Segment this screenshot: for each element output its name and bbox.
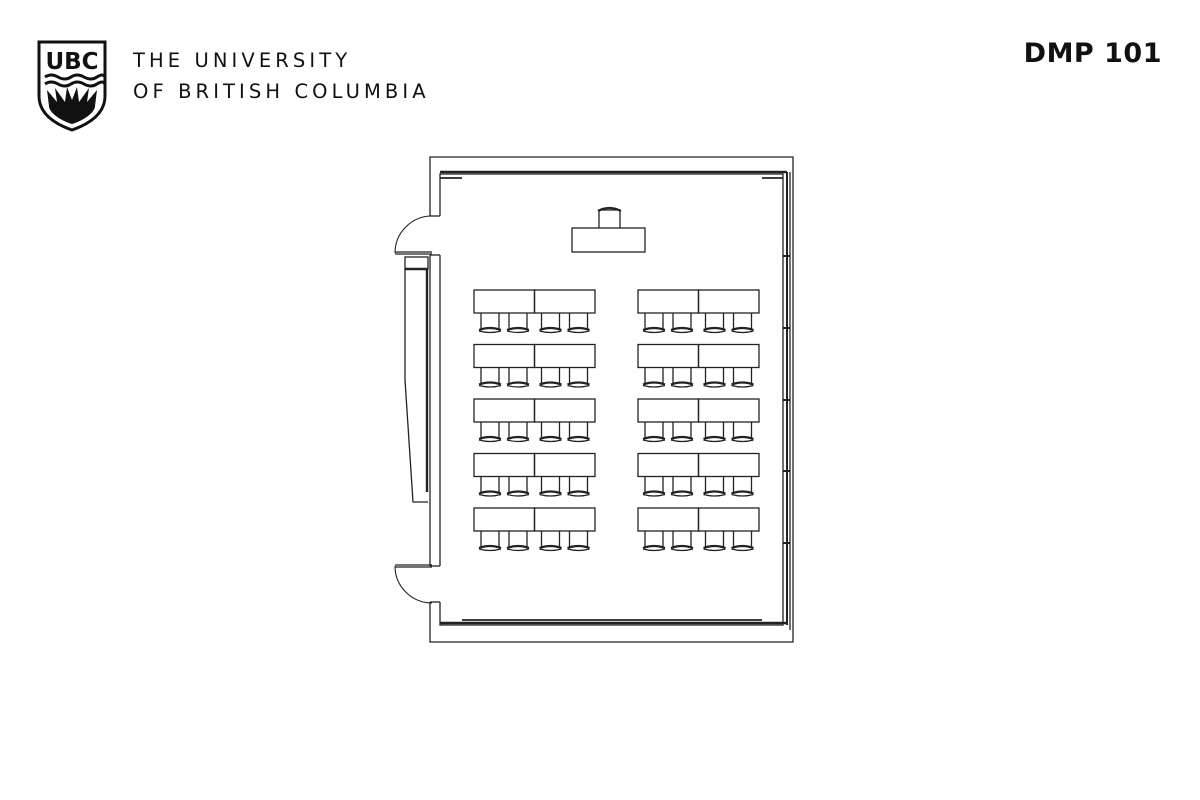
table — [533, 507, 596, 532]
chair — [731, 476, 754, 497]
chair — [567, 531, 590, 552]
chair — [670, 531, 694, 552]
table-row — [473, 289, 596, 334]
chair — [670, 367, 694, 388]
institution-line-1: THE UNIVERSITY — [133, 49, 352, 72]
chair — [567, 367, 590, 388]
table-row — [473, 452, 596, 497]
chair — [506, 313, 530, 334]
chair — [539, 313, 562, 334]
chair — [703, 531, 726, 552]
chair — [478, 476, 502, 497]
chair — [642, 422, 666, 443]
table-row — [637, 343, 760, 388]
door-bottom — [394, 564, 433, 604]
chair — [567, 422, 590, 443]
chair — [539, 531, 562, 552]
table — [697, 507, 760, 532]
table-row — [473, 343, 596, 388]
chair — [703, 367, 726, 388]
chair — [478, 422, 502, 443]
table — [533, 289, 596, 314]
table-row — [637, 452, 760, 497]
table — [697, 343, 760, 369]
chair — [506, 531, 530, 552]
chair — [731, 367, 754, 388]
chair — [642, 367, 666, 388]
chair — [478, 313, 502, 334]
table — [473, 343, 536, 369]
table — [637, 289, 700, 314]
logo-monogram: UBC — [45, 49, 98, 75]
lectern — [571, 206, 646, 253]
chair — [642, 313, 666, 334]
table — [533, 343, 596, 369]
table — [637, 507, 700, 532]
chair — [567, 313, 590, 334]
chair — [731, 531, 754, 552]
chair — [539, 422, 562, 443]
institution-line-2: OF BRITISH COLUMBIA — [133, 80, 430, 103]
chair — [703, 313, 726, 334]
chair — [670, 313, 694, 334]
chair — [703, 422, 726, 443]
chair — [567, 476, 590, 497]
table — [697, 398, 760, 423]
chair — [506, 367, 530, 388]
chair — [506, 476, 530, 497]
table — [473, 507, 536, 532]
chair — [506, 422, 530, 443]
chair — [478, 367, 502, 388]
ubc-crest-icon: UBC — [37, 40, 107, 132]
room-walls — [429, 156, 794, 643]
table-row — [637, 289, 760, 334]
table — [697, 289, 760, 314]
chair — [539, 476, 562, 497]
chair — [642, 531, 666, 552]
table-row — [637, 398, 760, 443]
chair — [731, 313, 754, 334]
institution-wordmark: THE UNIVERSITY OF BRITISH COLUMBIA — [133, 45, 430, 107]
chair — [731, 422, 754, 443]
seating-area — [473, 289, 760, 552]
room-title: DMP 101 — [1023, 38, 1162, 69]
chair — [539, 367, 562, 388]
table-row — [473, 398, 596, 443]
table — [637, 343, 700, 369]
chair — [670, 422, 694, 443]
table-row — [473, 507, 596, 552]
whiteboard — [404, 256, 429, 503]
chair — [478, 531, 502, 552]
table — [533, 452, 596, 478]
table — [697, 452, 760, 478]
table — [473, 452, 536, 478]
table-row — [637, 507, 760, 552]
chair — [642, 476, 666, 497]
table — [637, 398, 700, 423]
chair — [703, 476, 726, 497]
table — [473, 398, 536, 423]
table — [473, 289, 536, 314]
chair — [670, 476, 694, 497]
table — [533, 398, 596, 423]
table — [637, 452, 700, 478]
door-top — [394, 215, 433, 255]
